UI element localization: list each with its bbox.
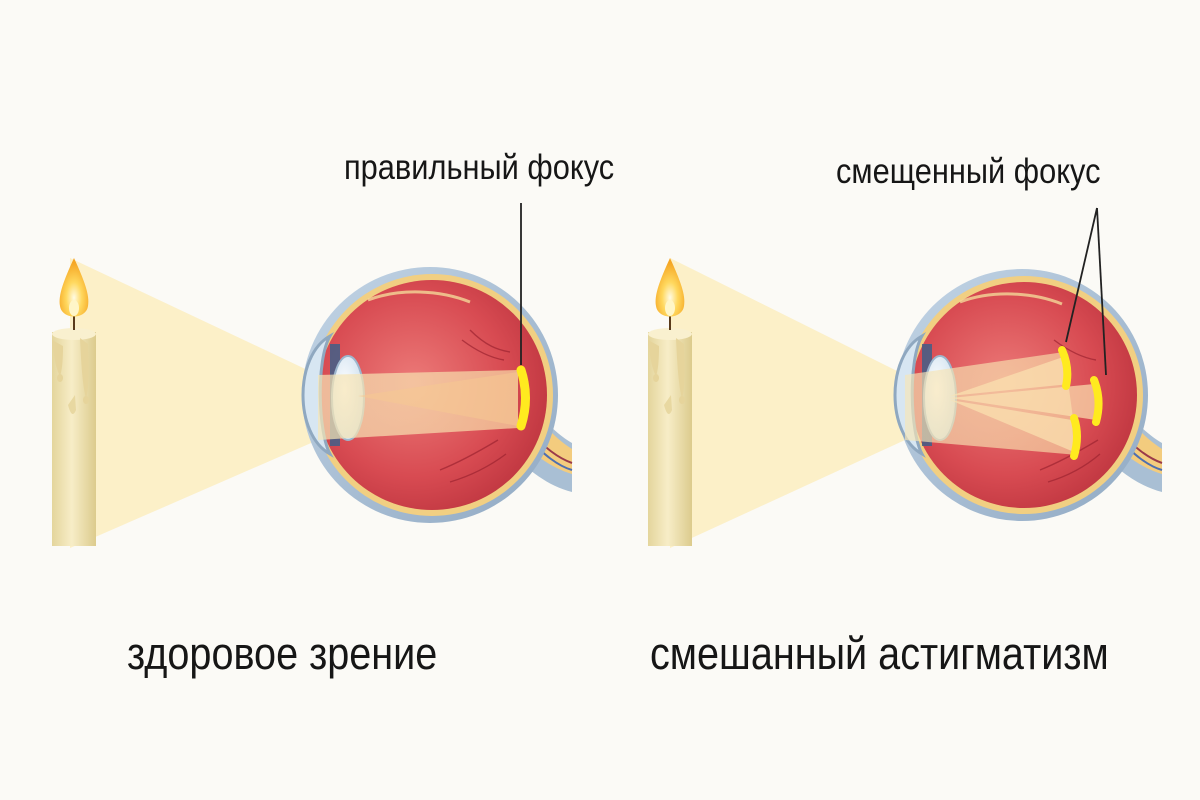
caption-mixed-astigmatism: смешанный астигматизм <box>650 628 1109 680</box>
callout-shifted-focus: смещенный фокус <box>836 152 1100 192</box>
panel-astigmatism <box>648 208 1162 548</box>
light-beam <box>670 258 905 548</box>
callout-correct-focus: правильный фокус <box>344 148 614 188</box>
focus-point <box>1094 380 1099 422</box>
light-beam <box>70 258 318 548</box>
candle <box>648 316 692 546</box>
caption-healthy-vision: здоровое зрение <box>127 628 437 680</box>
panel-healthy <box>52 203 572 548</box>
candle <box>52 316 96 546</box>
focus-point <box>521 370 526 426</box>
focus-point <box>1074 418 1077 456</box>
